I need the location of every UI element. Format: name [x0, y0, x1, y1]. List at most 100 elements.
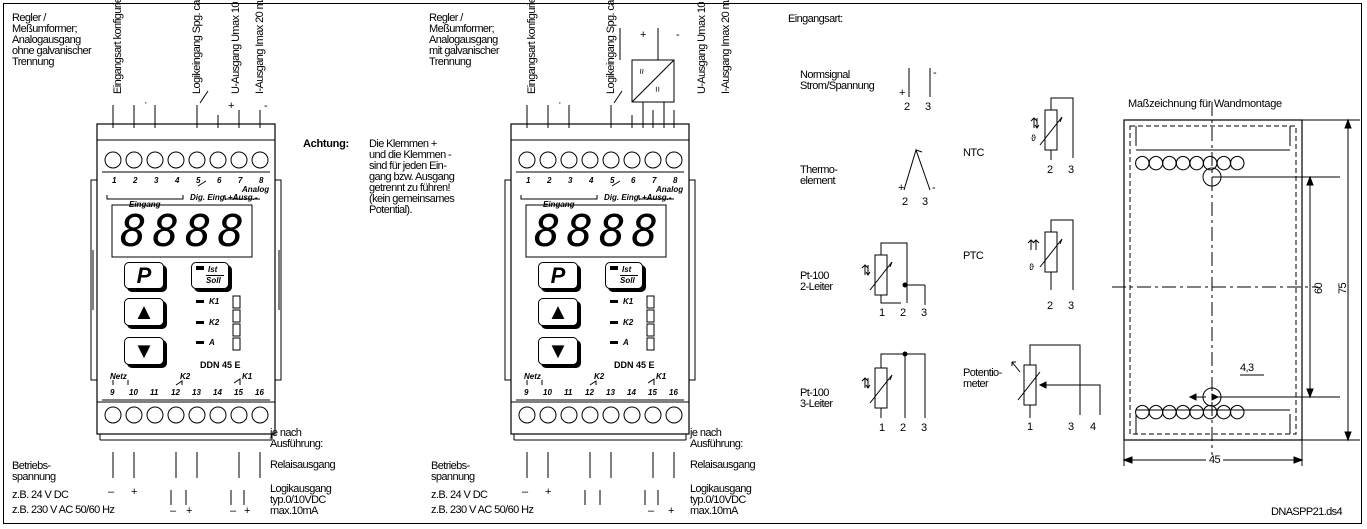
ntc-symbol [1030, 97, 1074, 160]
unit-1-t3: 3 [154, 176, 159, 185]
normsignal-minus: - [933, 67, 937, 79]
unit-1-ist-soll-button[interactable]: Ist Soll [191, 262, 229, 289]
wall-dim-75: 75 [1337, 282, 1349, 294]
unit-1-up-button[interactable]: ▲ [124, 298, 164, 326]
pt3-n1: 1 [879, 422, 885, 434]
unit-2-u-label: U-Ausgang Umax 10 V DC [696, 0, 708, 94]
unit-2-soll: Soll [620, 276, 635, 285]
unit-2-down-button[interactable]: ▼ [538, 337, 578, 365]
ptc-n3: 3 [1068, 300, 1074, 312]
unit-1-k1: K1 [209, 297, 220, 306]
unit-1-bottom-leads [112, 452, 261, 505]
pt3-label: Pt-100 3-Leiter [800, 387, 833, 410]
wall-dim-60: 60 [1313, 282, 1325, 294]
unit-1-t7: 7 [238, 176, 243, 185]
thermocouple-symbol [903, 148, 931, 191]
unit-2-logik-label: Logikeingang Spg. ca. 5V [605, 0, 617, 94]
poti-n4: 4 [1090, 421, 1096, 433]
unit-2-k1: K1 [623, 297, 634, 306]
unit-1-logik-label: Logikeingang Spg. ca. 5V [191, 0, 203, 94]
unit-1-k2: K2 [209, 318, 220, 327]
unit-2-t5: 5 [610, 176, 615, 185]
unit-2-t1: 1 [526, 176, 531, 185]
unit-2-k2: K2 [623, 318, 634, 327]
unit-1-v-minus: – [108, 486, 114, 498]
unit-1-o1-plus: + [186, 505, 192, 517]
thermo-plus: + [898, 182, 904, 194]
unit-1-t4: 4 [175, 176, 180, 185]
unit-1-je-nach: je nach Ausführung: [270, 427, 323, 450]
unit-1-b12: 12 [171, 388, 180, 397]
iso-sym-top: ≈ [636, 69, 648, 74]
isolation-block-symbol [619, 28, 675, 128]
unit-1-ist-led [196, 266, 204, 270]
unit-2-b12: 12 [585, 388, 594, 397]
unit-1-v2: z.B. 230 V AC 50/60 Hz [12, 504, 115, 516]
unit-1-display-frame [111, 204, 253, 258]
poti-n3: 3 [1068, 421, 1074, 433]
unit-2-t4: 4 [589, 176, 594, 185]
unit-2-title: Regler / Meßumformer; Analogausgang mit … [429, 12, 499, 68]
unit-2-dot: · [558, 97, 562, 109]
unit-2-t8: 8 [673, 176, 678, 185]
pt2-n1: 1 [879, 307, 885, 319]
unit-2-p-label: P [550, 263, 566, 288]
unit-1-i-label: I-Ausgang Imax 20 mA [254, 0, 266, 94]
unit-2-a-led [610, 341, 618, 344]
unit-2-b15: 15 [648, 388, 657, 397]
wall-dim-43: 4,3 [1240, 362, 1254, 374]
normsignal-n3: 3 [925, 101, 931, 113]
unit-1-t5: 5 [196, 176, 201, 185]
unit-1-p-button[interactable]: P [124, 262, 164, 289]
unit-1-down-button[interactable]: ▼ [124, 337, 164, 365]
unit-2-eingangsart-label: Eingangsart konfigurierbar [526, 0, 538, 94]
eingangsart-heading: Eingangsart: [788, 13, 843, 25]
pt2-n3: 3 [921, 307, 927, 319]
unit-2-t6: 6 [631, 176, 636, 185]
unit-2-o1-minus: – [648, 505, 654, 517]
thermo-n3: 3 [922, 196, 928, 208]
pt2-label: Pt-100 2-Leiter [800, 270, 833, 293]
unit-2-model: DDN 45 E [614, 360, 655, 370]
unit-1-logik-out: Logikausgang typ.0/10VDC max.10mA [270, 483, 332, 517]
unit-1-ist: Ist [208, 265, 218, 274]
unit-2-relais: Relaisausgang [690, 459, 756, 471]
wall-mount-drawing [1112, 102, 1360, 466]
pt100-2-symbol [861, 242, 926, 305]
unit-1-u-label: U-Ausgang Umax 10 V DC [230, 0, 242, 94]
unit-2-t2: 2 [547, 176, 552, 185]
unit-2-ist: Ist [622, 265, 632, 274]
unit-2-b13: 13 [606, 388, 615, 397]
unit-2-b11: 11 [564, 388, 573, 397]
wall-bottom-holes: ○○○○○○○○ [1134, 400, 1246, 422]
unit-2-v-plus: + [545, 486, 551, 498]
unit-1-netz: Netz [110, 372, 127, 381]
unit-2-t3: 3 [568, 176, 573, 185]
unit-1-v1: z.B. 24 V DC [12, 489, 69, 501]
unit-2-up-button[interactable]: ▲ [538, 298, 578, 326]
iso-sym-bottom: = [653, 86, 665, 93]
unit-1-model: DDN 45 E [200, 360, 241, 370]
unit-1-a-led [196, 341, 204, 344]
ptc-n2: 2 [1047, 300, 1053, 312]
thermo-minus: - [932, 182, 936, 194]
unit-2-p-button[interactable]: P [538, 262, 578, 289]
pt100-3-symbol [861, 351, 926, 418]
unit-1-betrieb: Betriebs- spannung [12, 460, 56, 483]
unit-1-b15: 15 [234, 388, 243, 397]
unit-1-t2: 2 [133, 176, 138, 185]
ntc-label: NTC [963, 147, 984, 159]
ntc-theta: ϑ [1031, 133, 1036, 143]
down-arrow-icon: ▼ [133, 338, 155, 363]
unit-1-o2-minus: – [230, 505, 236, 517]
unit-2-k2b: K2 [594, 372, 605, 381]
poti-n1: 1 [1027, 421, 1033, 433]
unit-2-plus: + [640, 29, 646, 41]
unit-2-housing [504, 90, 696, 505]
unit-2-a: A [623, 338, 629, 347]
unit-2-ist-soll-button[interactable]: Ist Soll [605, 262, 643, 289]
pt3-n3: 3 [921, 422, 927, 434]
unit-1-t1: 1 [112, 176, 117, 185]
unit-1-soll: Soll [206, 276, 221, 285]
